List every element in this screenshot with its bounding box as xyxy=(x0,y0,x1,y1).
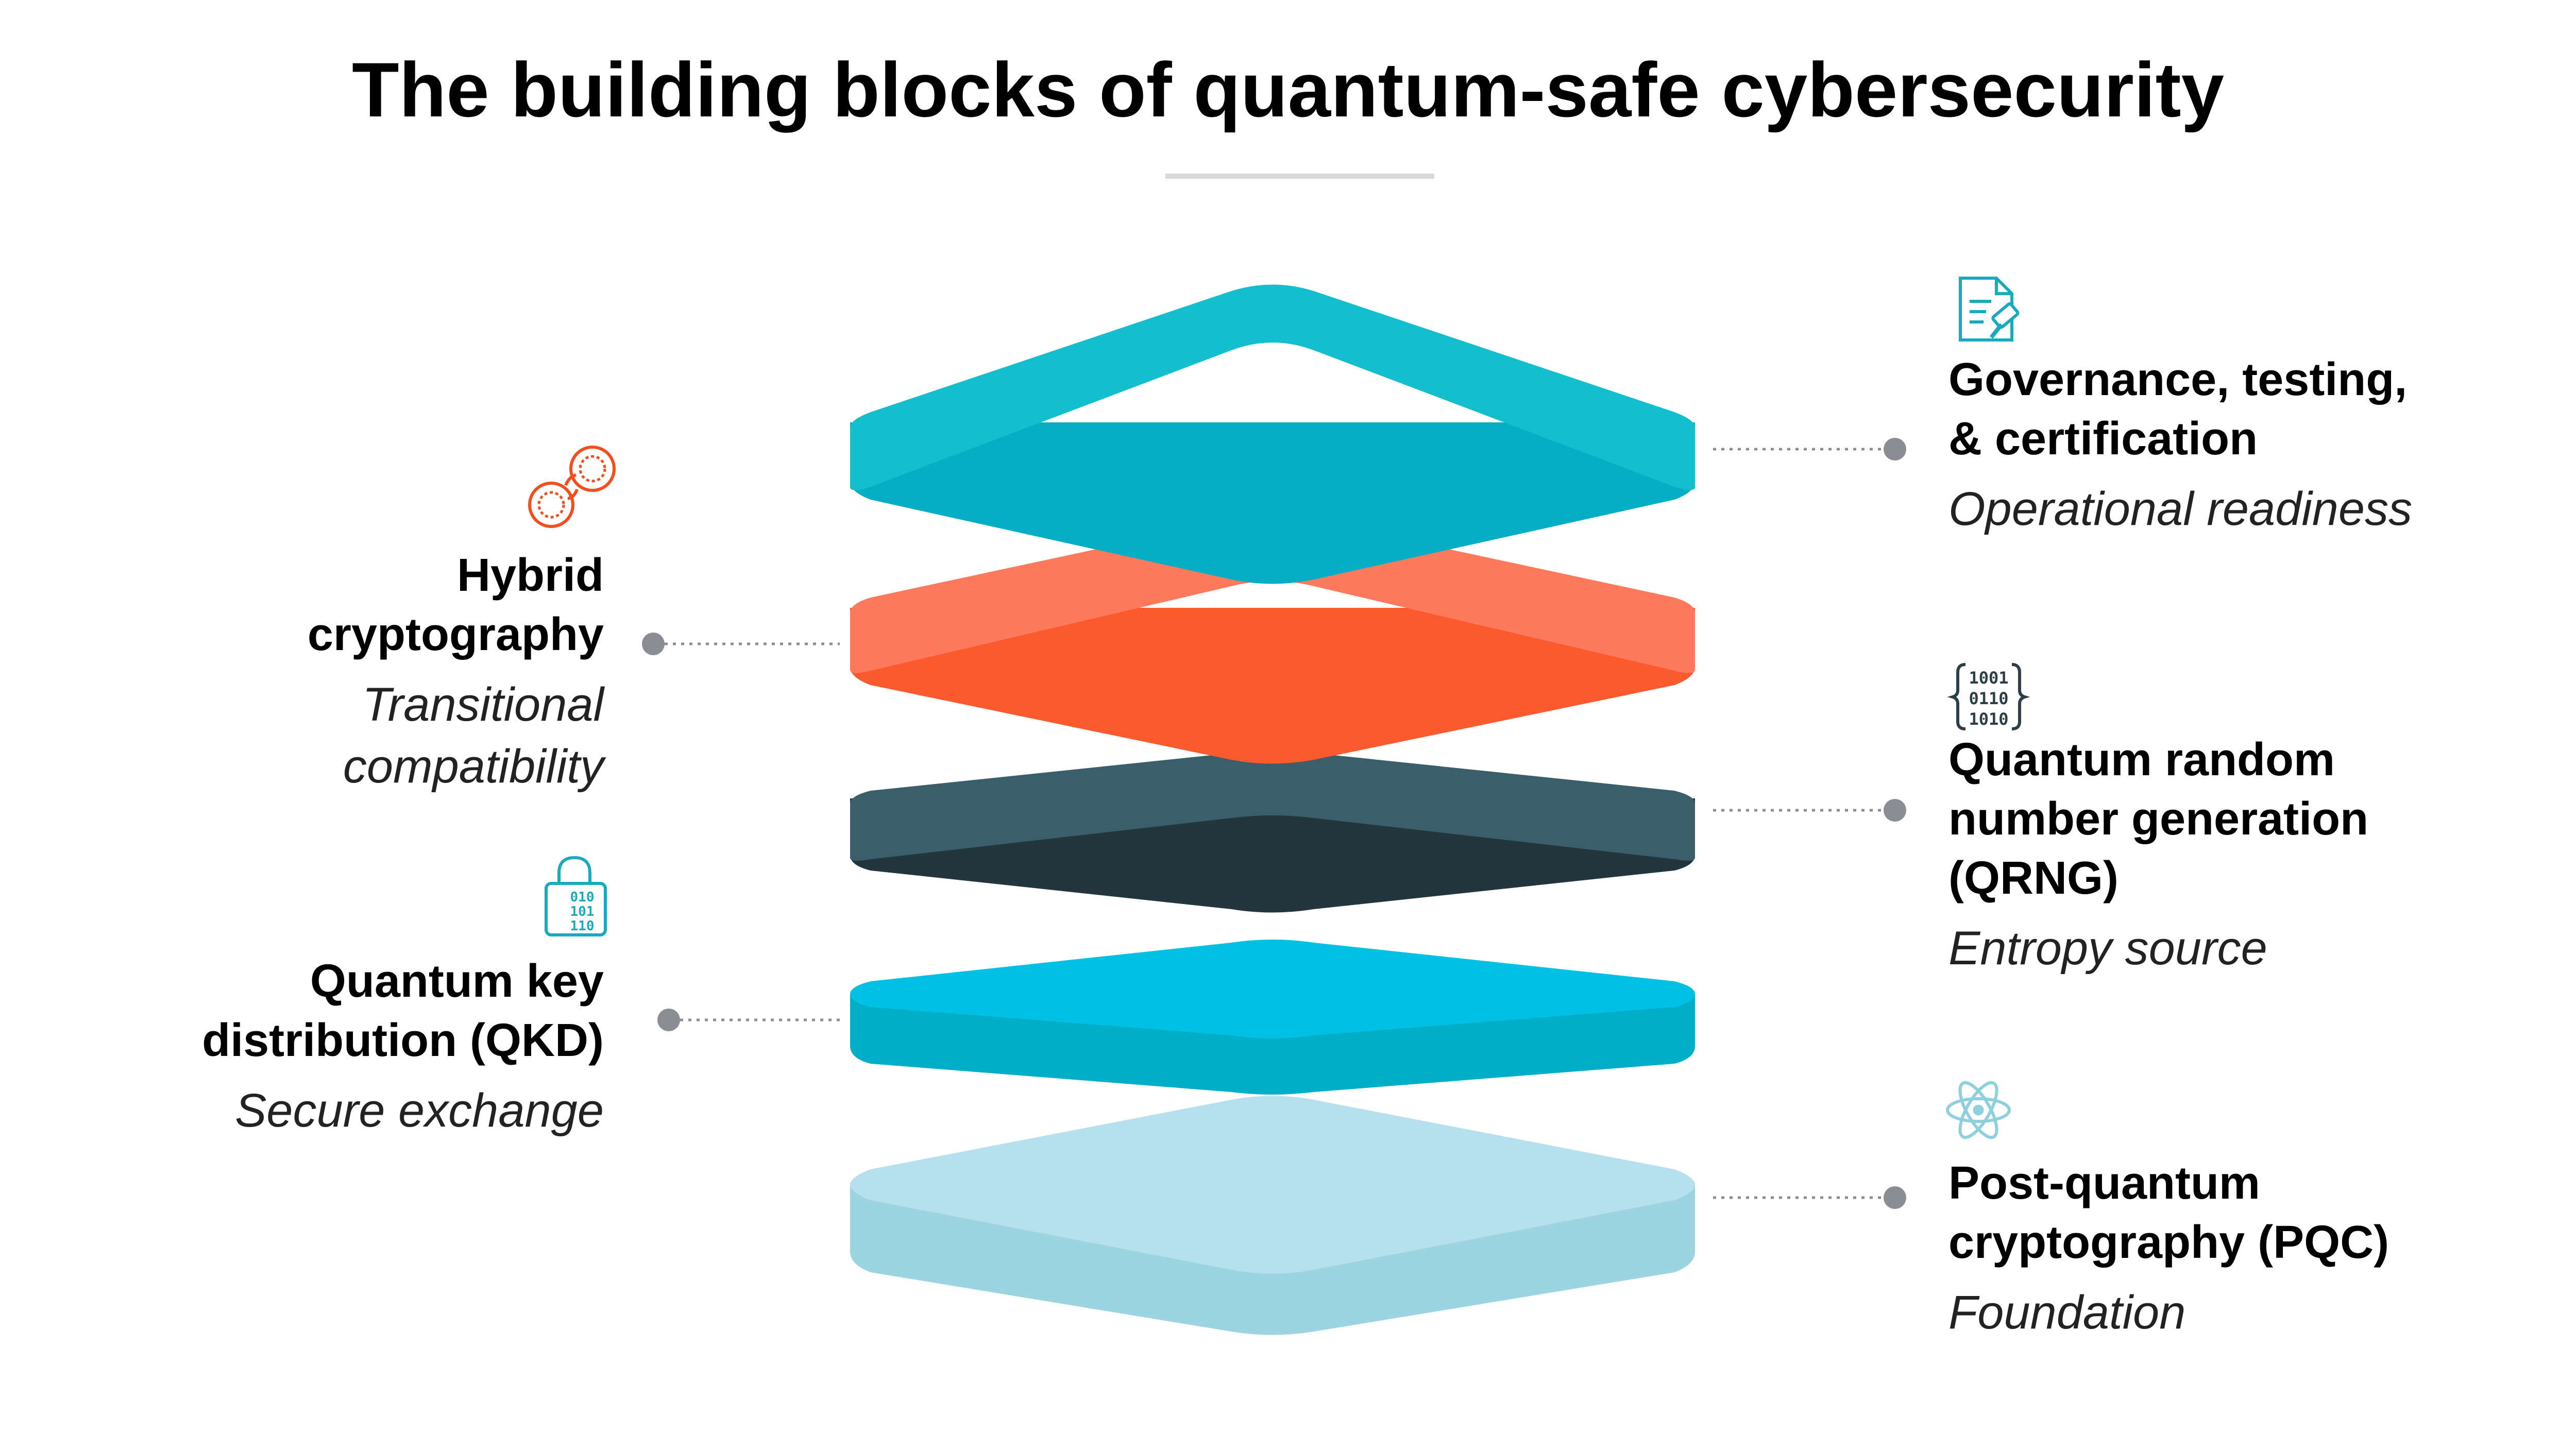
layer-qrng xyxy=(850,750,1695,913)
label-pqc-desc: Foundation xyxy=(1948,1286,2186,1339)
label-qkd: Quantum key distribution (QKD) Secure ex… xyxy=(202,952,604,1141)
svg-text:1001: 1001 xyxy=(1969,668,2008,688)
layer-pqc xyxy=(850,1096,1695,1335)
label-qrng-desc: Entropy source xyxy=(1948,922,2267,975)
layer-qrng-top xyxy=(850,750,1695,861)
label-governance-desc: Operational readiness xyxy=(1948,483,2413,535)
binary-lock-icon: 010 101 110 xyxy=(545,856,607,936)
label-hybrid-name: Hybrid cryptography xyxy=(307,550,604,660)
label-qkd-desc: Secure exchange xyxy=(234,1084,604,1137)
layer-governance-side xyxy=(850,422,1695,584)
svg-text:101: 101 xyxy=(570,904,595,919)
label-governance-name: Governance, testing, & certification xyxy=(1948,354,2408,465)
connector-dot-qkd xyxy=(657,1009,680,1031)
connector-dot-governance xyxy=(1884,438,1906,461)
layer-qkd-top xyxy=(850,940,1695,1038)
svg-text:010: 010 xyxy=(570,890,595,905)
atom-icon xyxy=(1946,1081,2011,1139)
connector-dot-pqc xyxy=(1884,1186,1906,1209)
binary-brackets-icon: 1001 0110 1010 xyxy=(1947,663,2030,730)
label-hybrid: Hybrid cryptography Transitional compati… xyxy=(308,546,604,797)
svg-text:110: 110 xyxy=(570,918,595,934)
connectors xyxy=(642,438,1906,1209)
layer-governance xyxy=(850,284,1695,584)
label-qrng-name: Quantum random number generation (QRNG) xyxy=(1948,734,2369,904)
document-gavel-icon xyxy=(1959,277,2020,342)
label-pqc: Post-quantum cryptography (PQC) Foundati… xyxy=(1948,1154,2389,1343)
label-qkd-name: Quantum key distribution (QKD) xyxy=(202,956,604,1066)
layer-hybrid-side xyxy=(850,608,1695,764)
connector-dot-qrng xyxy=(1884,799,1906,822)
layer-governance-top xyxy=(850,284,1695,490)
label-pqc-name: Post-quantum cryptography (PQC) xyxy=(1948,1157,2389,1268)
title-divider xyxy=(1165,174,1434,179)
svg-text:1010: 1010 xyxy=(1969,709,2008,729)
svg-text:0110: 0110 xyxy=(1969,689,2008,708)
page-title: The building blocks of quantum-safe cybe… xyxy=(352,46,2224,133)
linked-gears-icon xyxy=(528,446,616,528)
label-qrng: Quantum random number generation (QRNG) … xyxy=(1948,730,2368,979)
connector-dot-hybrid xyxy=(642,633,665,655)
label-hybrid-desc: Transitional compatibility xyxy=(343,678,604,793)
layer-qkd xyxy=(850,940,1695,1095)
label-governance: Governance, testing, & certification Ope… xyxy=(1948,350,2412,540)
layer-pqc-top xyxy=(850,1096,1695,1274)
